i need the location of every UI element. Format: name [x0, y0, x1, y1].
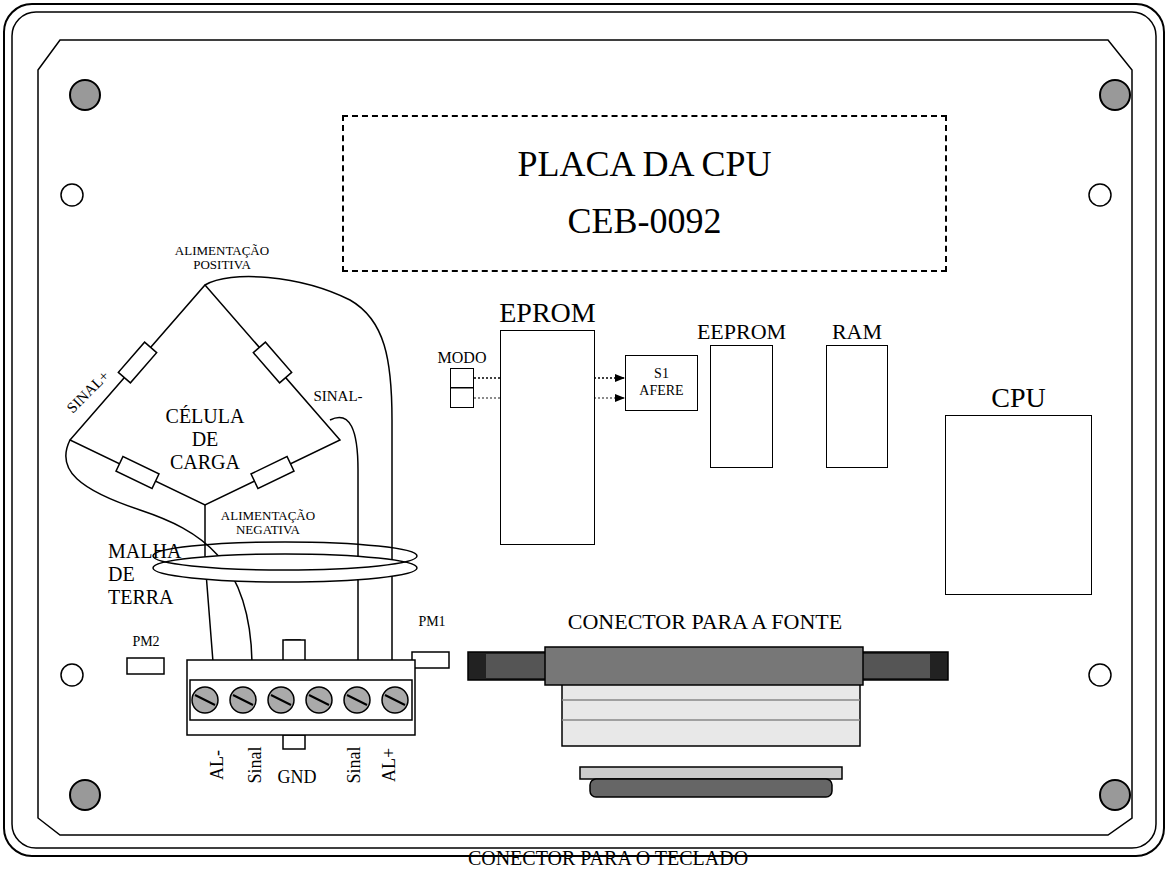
- signal-label: SINAL+: [64, 368, 113, 417]
- chip-label: MODO: [438, 349, 487, 367]
- ram-chip: RAM: [826, 345, 888, 468]
- cpu-chip: CPU: [945, 415, 1092, 595]
- connector-label: CONECTOR PARA O TECLADO: [468, 847, 748, 869]
- board-holes: [61, 184, 1111, 686]
- screw-slot: [309, 695, 329, 705]
- screw-slot: [195, 695, 215, 705]
- resistor-symbol: [253, 342, 291, 383]
- mounting-screws: [70, 80, 1130, 810]
- screw-slot: [271, 695, 291, 705]
- chip-label: EEPROM: [697, 320, 786, 344]
- pin-name: AL+: [380, 748, 400, 782]
- screw-slot: [347, 695, 367, 705]
- board-title-box: PLACA DA CPU CEB-0092: [342, 115, 947, 272]
- load-cell-bridge: CÉLULA DE CARGA: [70, 285, 340, 505]
- screw-slot: [385, 695, 405, 705]
- terminal-screw: [192, 687, 218, 713]
- node-text: CÉLULA DE CARGA: [160, 405, 250, 474]
- pin-name: AL-: [208, 750, 228, 780]
- chip-label: RAM: [832, 320, 882, 344]
- resistor-symbol: [116, 457, 159, 489]
- eeprom-chip: EEPROM: [710, 345, 773, 468]
- terminal-screw: [344, 687, 370, 713]
- housing-inner-outline: [12, 12, 1156, 848]
- chip-label: EPROM: [499, 298, 595, 329]
- terminal-block: [187, 640, 415, 749]
- board-outline: [38, 40, 1132, 835]
- supply-label: ALIMENTAÇÃO POSITIVA: [152, 244, 292, 273]
- housing-outline: [4, 4, 1164, 856]
- connector-label: CONECTOR PARA A FONTE: [568, 610, 842, 634]
- supply-label: ALIMENTAÇÃO NEGATIVA: [198, 509, 338, 538]
- signal-label: SINAL-: [313, 388, 362, 405]
- pad-label: PM2: [132, 634, 159, 649]
- mode-switch: MODO: [450, 368, 474, 408]
- terminal-screw: [268, 687, 294, 713]
- resistor-symbol: [251, 457, 294, 489]
- ground-shield: [153, 542, 417, 582]
- terminal-screw: [230, 687, 256, 713]
- pin-name: Sinal: [345, 746, 365, 783]
- screw-slot: [233, 695, 253, 705]
- chip-label: CPU: [991, 383, 1045, 414]
- pin-name: Sinal: [246, 746, 266, 783]
- eprom-chip: EPROM: [500, 330, 595, 545]
- terminal-screw: [306, 687, 332, 713]
- node-text: PLACA DA CPU CEB-0092: [495, 136, 795, 251]
- pin-name: GND: [278, 768, 317, 788]
- node-text: S1 AFERE: [632, 366, 692, 400]
- power-connector: [468, 647, 948, 797]
- cell-wires: [66, 277, 392, 662]
- resistor-symbol: [118, 342, 156, 383]
- terminal-screw: [382, 687, 408, 713]
- s1-button: S1 AFERE: [625, 355, 698, 411]
- pad-label: PM1: [418, 614, 445, 629]
- shield-label: MALHA DE TERRA: [108, 540, 198, 609]
